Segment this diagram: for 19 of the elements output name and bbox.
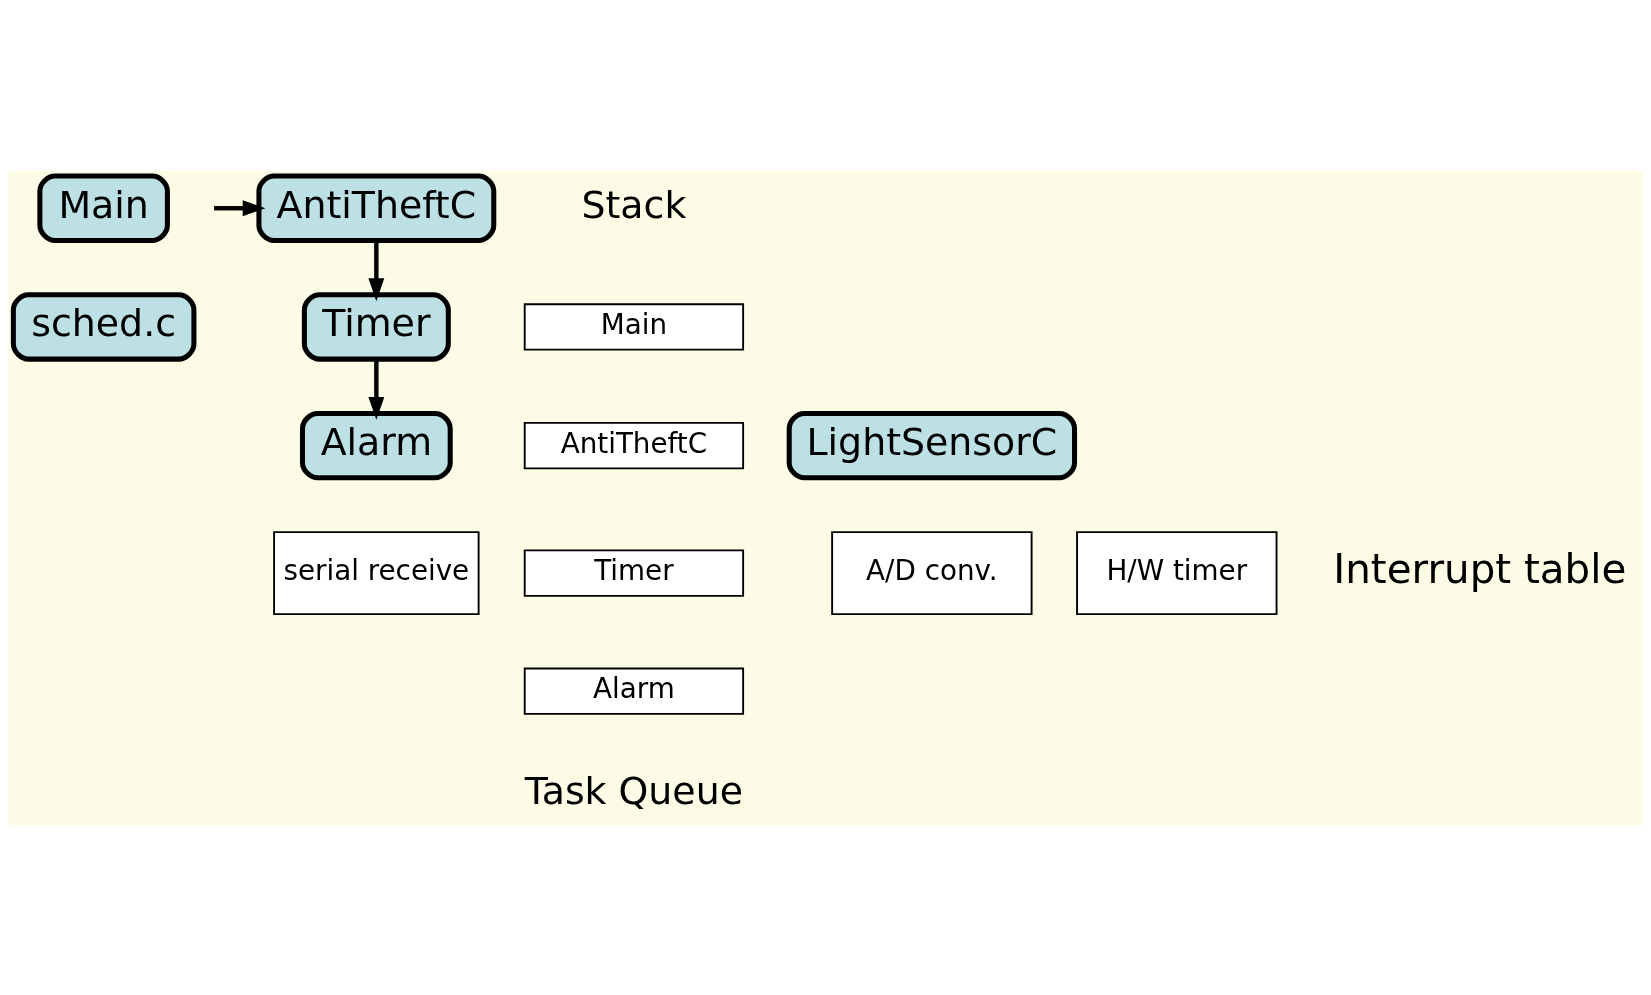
node-box: Main (523, 302, 745, 351)
node-box: AntiTheftC (523, 421, 745, 469)
node-box: LightSensorC (786, 410, 1078, 480)
node-box: Alarm (299, 410, 453, 480)
node-box: serial receive (273, 530, 480, 615)
label: Interrupt table (1333, 544, 1627, 593)
label: Task Queue (524, 768, 743, 813)
node-box: Timer (301, 291, 451, 362)
node-box: Alarm (523, 667, 745, 715)
arrow (368, 358, 385, 420)
arrow (368, 240, 385, 301)
node-box: sched.c (10, 291, 197, 362)
node-box: A/D conv. (831, 530, 1033, 615)
node-box: H/W timer (1076, 530, 1278, 615)
node-box: AntiTheftC (256, 173, 497, 243)
label: Stack (581, 182, 687, 227)
node-box: Main (37, 173, 170, 243)
arrow (214, 199, 266, 216)
node-box: Timer (523, 548, 745, 597)
